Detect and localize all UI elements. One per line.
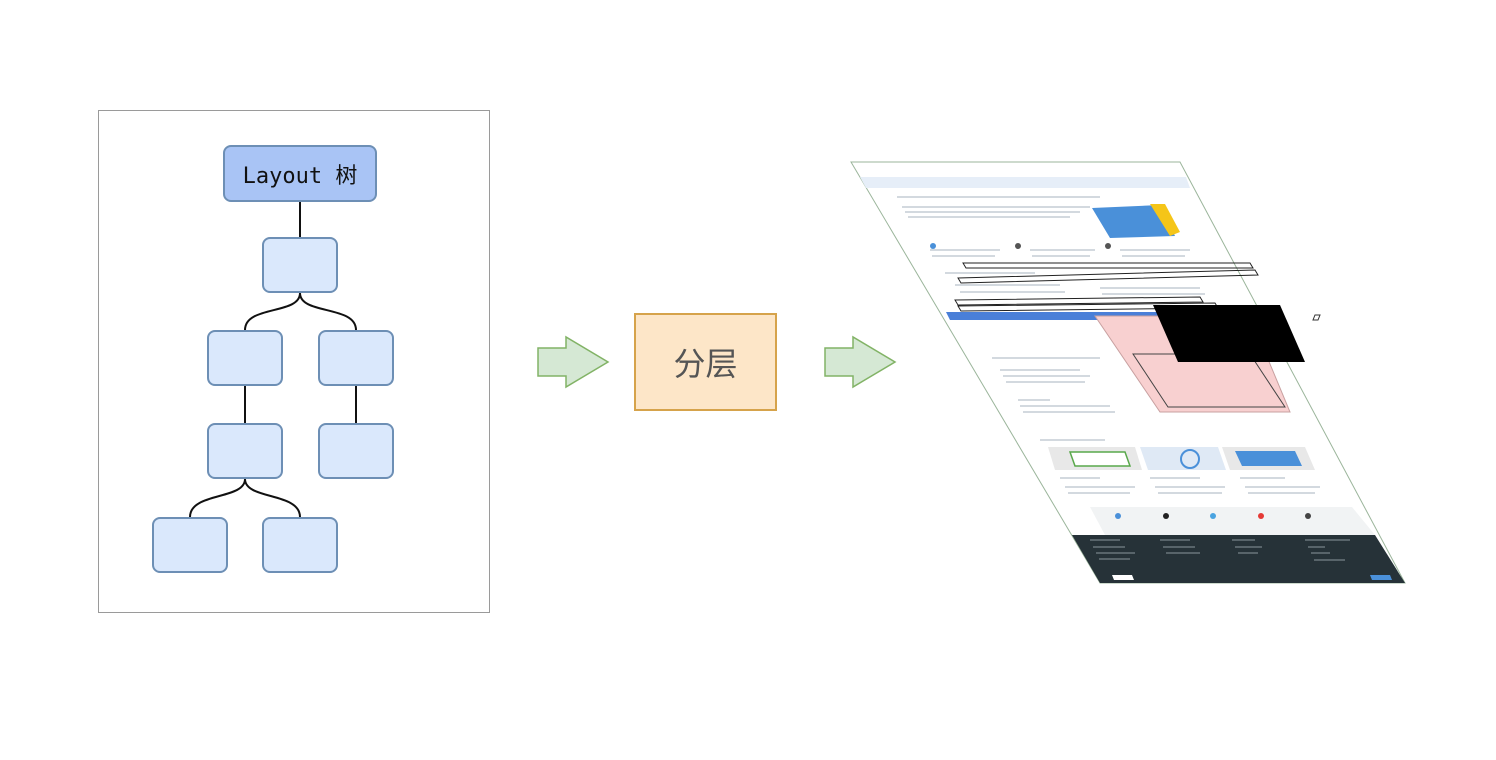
tree-node (318, 330, 394, 386)
small-layer (1312, 314, 1321, 321)
hero-illustration-accent (1150, 204, 1180, 236)
layering-step-box: 分层 (634, 313, 777, 411)
footer-subscribe (1370, 575, 1392, 580)
tree-node (207, 423, 283, 479)
edge-n1-n3 (299, 292, 357, 331)
edge-n1-n2 (244, 292, 301, 331)
device-card-icon (1235, 451, 1302, 466)
social-icon (1305, 513, 1311, 519)
performance-card-icon (1180, 449, 1200, 469)
edge-n4-n7 (244, 478, 301, 518)
tree-node (262, 517, 338, 573)
feature-icon (1105, 243, 1111, 249)
social-icon (1115, 513, 1121, 519)
footer-links (1090, 539, 1350, 561)
card-image (1140, 447, 1226, 470)
https-card-icon (1068, 451, 1132, 467)
footer-button (1112, 575, 1134, 580)
text-lines (897, 196, 1320, 494)
feature-icon (1015, 243, 1021, 249)
right-arrow-icon (537, 335, 610, 389)
feature-icon (930, 243, 936, 249)
edge-n4-n6 (189, 478, 246, 518)
tree-node (152, 517, 228, 573)
social-icon (1163, 513, 1169, 519)
hero-illustration (1092, 205, 1175, 238)
social-strip (1090, 507, 1375, 535)
layering-step-label: 分层 (673, 345, 738, 383)
social-icon (1210, 513, 1216, 519)
layout-tree-root-node: Layout 树 (223, 145, 377, 202)
video-layer (1153, 305, 1305, 362)
social-icon (1258, 513, 1264, 519)
tree-node (318, 423, 394, 479)
right-arrow-icon (824, 335, 897, 389)
tree-node (207, 330, 283, 386)
banner-strip (860, 177, 1190, 188)
layout-tree-root-label: Layout 树 (242, 163, 358, 189)
tree-node (262, 237, 338, 293)
